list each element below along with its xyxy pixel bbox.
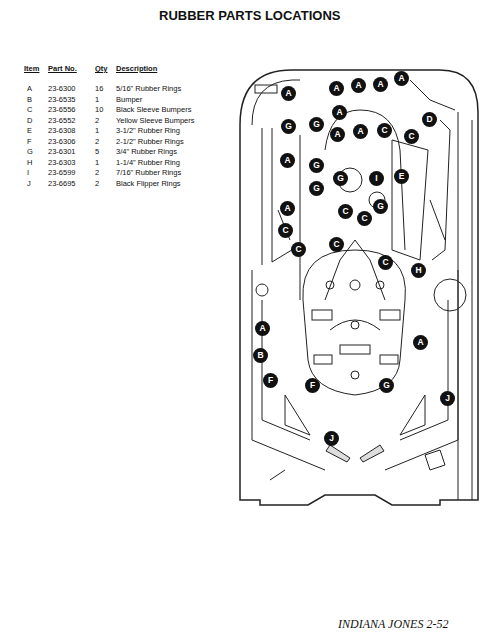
callout-letter: J: [440, 391, 455, 406]
callout-letter: C: [377, 123, 392, 138]
table-cell: B: [27, 95, 32, 104]
table-cell: C: [27, 105, 32, 114]
page-title: RUBBER PARTS LOCATIONS: [159, 8, 341, 23]
callout-letter: A: [394, 71, 409, 86]
table-cell: 23-6599: [48, 168, 76, 177]
table-cell: J: [27, 179, 31, 188]
callout-letter: I: [369, 171, 384, 186]
table-cell: 1: [95, 126, 99, 135]
callout-letter: B: [253, 348, 268, 363]
table-cell: 23-6301: [48, 147, 76, 156]
table-cell: D: [27, 116, 32, 125]
table-cell: 5/16" Rubber Rings: [116, 84, 181, 93]
table-cell: 23-6303: [48, 158, 76, 167]
table-cell: E: [27, 126, 32, 135]
callout-letter: A: [280, 201, 295, 216]
callout-letter: A: [351, 78, 366, 93]
callout-letter: A: [373, 77, 388, 92]
callout-letter: A: [332, 105, 347, 120]
table-cell: A: [27, 84, 32, 93]
callout-letter: F: [263, 373, 278, 388]
table-cell: Bumper: [116, 95, 142, 104]
table-cell: 2: [95, 116, 99, 125]
callout-letter: D: [422, 112, 437, 127]
table-cell: F: [27, 137, 32, 146]
callout-letter: G: [309, 117, 324, 132]
callout-letter: C: [291, 242, 306, 257]
callout-letter: A: [281, 86, 296, 101]
page-caption: INDIANA JONES 2-52: [338, 617, 448, 632]
table-header: Item: [24, 64, 39, 73]
callout-letter: G: [379, 378, 394, 393]
table-header: Qty: [95, 64, 108, 73]
callout-letter: F: [305, 378, 320, 393]
table-cell: 1: [95, 95, 99, 104]
table-cell: 16: [95, 84, 103, 93]
callout-letter: E: [394, 169, 409, 184]
table-header: Description: [116, 64, 157, 73]
table-cell: 3/4" Rubber Rings: [116, 147, 177, 156]
callout-letter: G: [309, 181, 324, 196]
callout-letter: G: [281, 119, 296, 134]
callout-letter: G: [333, 171, 348, 186]
table-cell: Black Flipper Rings: [116, 179, 181, 188]
callout-letter: G: [373, 199, 388, 214]
table-cell: 23-6308: [48, 126, 76, 135]
callout-letter: C: [329, 237, 344, 252]
table-cell: Yellow Sleeve Bumpers: [116, 116, 195, 125]
table-cell: G: [27, 147, 33, 156]
table-cell: Black Sleeve Bumpers: [116, 105, 191, 114]
table-cell: 23-6300: [48, 84, 76, 93]
table-cell: 2: [95, 179, 99, 188]
table-cell: 1: [95, 158, 99, 167]
callout-letter: A: [255, 321, 270, 336]
table-cell: 5: [95, 147, 99, 156]
table-cell: 23-6535: [48, 95, 76, 104]
callout-letter: A: [280, 153, 295, 168]
table-cell: 7/16" Rubber Rings: [116, 168, 181, 177]
callout-letter: C: [278, 223, 293, 238]
table-cell: I: [27, 168, 29, 177]
callout-letter: A: [330, 127, 345, 142]
table-cell: 23-6552: [48, 116, 76, 125]
callout-letter: A: [329, 81, 344, 96]
callout-letter: C: [404, 129, 419, 144]
callout-letter: H: [411, 263, 426, 278]
table-cell: 2: [95, 168, 99, 177]
table-cell: H: [27, 158, 32, 167]
callout-letter: G: [309, 158, 324, 173]
table-cell: 23-6556: [48, 105, 76, 114]
table-header: Part No.: [48, 64, 77, 73]
table-cell: 3-1/2" Rubber Ring: [116, 126, 180, 135]
table-cell: 23-6306: [48, 137, 76, 146]
callout-letter: C: [378, 255, 393, 270]
callout-letter: C: [357, 211, 372, 226]
table-cell: 23-6695: [48, 179, 76, 188]
table-cell: 2-1/2" Rubber Rings: [116, 137, 184, 146]
table-cell: 2: [95, 137, 99, 146]
callout-letter: A: [413, 335, 428, 350]
callout-letter: A: [353, 124, 368, 139]
table-cell: 1-1/4" Rubber Ring: [116, 158, 180, 167]
callout-letter: C: [338, 204, 353, 219]
table-cell: 10: [95, 105, 103, 114]
callout-letter: J: [324, 431, 339, 446]
